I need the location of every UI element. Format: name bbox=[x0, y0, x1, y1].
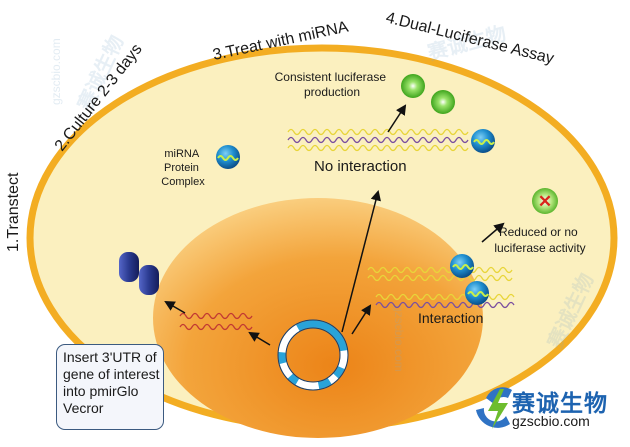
step-1-label: 1.Transtect bbox=[5, 172, 22, 252]
vector-note-line: Vecror bbox=[63, 400, 104, 416]
arrows bbox=[164, 104, 505, 346]
luciferase-ball bbox=[401, 74, 425, 98]
mirna-strand bbox=[217, 155, 239, 161]
vector-note-line: into pmirGlo bbox=[63, 383, 139, 399]
interaction-mrna bbox=[367, 266, 515, 309]
inhibited-luciferase-ball bbox=[532, 188, 558, 214]
reduced-label: Reduced or no luciferase activity bbox=[494, 225, 585, 255]
plasmid-vector bbox=[277, 319, 349, 391]
bound-complex-ball bbox=[465, 281, 489, 305]
transcript-mrna bbox=[179, 312, 253, 331]
luciferase-ball bbox=[431, 90, 455, 114]
lightning-logo-icon bbox=[476, 387, 512, 429]
luciferase-protein bbox=[119, 252, 159, 295]
vector-note-line: Insert 3'UTR of bbox=[63, 349, 157, 365]
mirna-strand bbox=[473, 139, 495, 145]
nucleus bbox=[153, 198, 483, 438]
mirna-complex-ball bbox=[471, 129, 495, 153]
logo-url: gzscbio.com bbox=[512, 413, 590, 429]
vector-note-line: gene of interest bbox=[63, 366, 160, 382]
mirna-complex-label: miRNA Protein Complex bbox=[161, 148, 205, 188]
mirna-strand bbox=[467, 291, 489, 297]
vector-note-box: Insert 3'UTR of gene of interest into pm… bbox=[56, 344, 164, 430]
watermark-url: gzscbio.com bbox=[392, 305, 406, 372]
no-interaction-mrna bbox=[287, 128, 469, 152]
consistent-label: Consistent luciferase production bbox=[275, 70, 390, 99]
bound-complex-ball bbox=[450, 254, 474, 278]
x-mark-icon: ✕ bbox=[538, 192, 552, 211]
logo-name: 赛诚生物 bbox=[512, 390, 608, 416]
mirna-strand bbox=[452, 264, 474, 270]
interaction-label: Interaction bbox=[418, 310, 483, 326]
watermark-url: gzscbio.com bbox=[49, 38, 63, 105]
no-interaction-label: No interaction bbox=[314, 158, 407, 175]
